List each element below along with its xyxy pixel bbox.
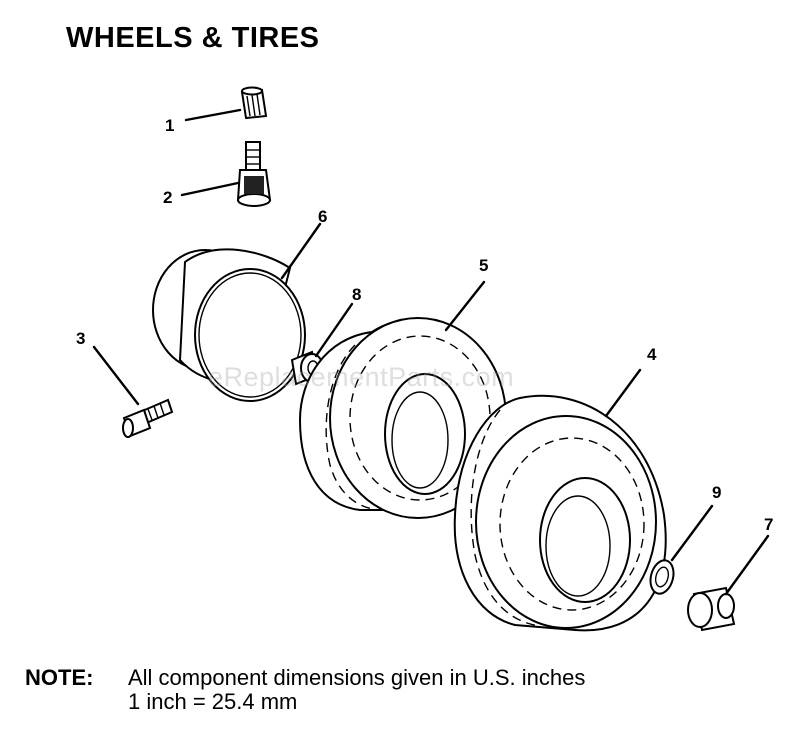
note-line-2: 1 inch = 25.4 mm xyxy=(128,689,298,714)
callout-4: 4 xyxy=(647,345,657,364)
valve-stem-part xyxy=(236,141,272,207)
leader-line-9 xyxy=(670,504,714,562)
callout-6: 6 xyxy=(318,207,327,226)
wheel-rim-part xyxy=(152,248,306,402)
callout-7: 7 xyxy=(764,515,773,534)
leader-line-8 xyxy=(314,302,354,358)
leader-line-3 xyxy=(92,345,140,406)
bolt-part xyxy=(122,398,174,438)
leader-line-2 xyxy=(180,181,240,197)
note-line-1: All component dimensions given in U.S. i… xyxy=(128,665,586,690)
callout-1: 1 xyxy=(165,116,174,135)
callout-9: 9 xyxy=(712,483,721,502)
washer-part xyxy=(649,559,675,595)
callout-3: 3 xyxy=(76,329,85,348)
watermark-text: eReplacementParts.com xyxy=(208,362,515,392)
leader-line-4 xyxy=(604,368,642,418)
callout-2: 2 xyxy=(163,188,172,207)
valve-cap-part xyxy=(240,86,268,120)
leader-line-5 xyxy=(444,280,486,332)
bushing-part xyxy=(687,586,736,632)
callout-8: 8 xyxy=(352,285,361,304)
leader-line-1 xyxy=(184,108,242,122)
tire-part xyxy=(453,394,667,632)
leader-line-7 xyxy=(724,534,770,596)
callout-5: 5 xyxy=(479,256,488,275)
leader-line-6 xyxy=(280,222,322,280)
note-label: NOTE: xyxy=(25,665,94,690)
diagram-title: WHEELS & TIRES xyxy=(66,22,320,54)
note-block: NOTE: All component dimensions given in U… xyxy=(25,666,585,714)
